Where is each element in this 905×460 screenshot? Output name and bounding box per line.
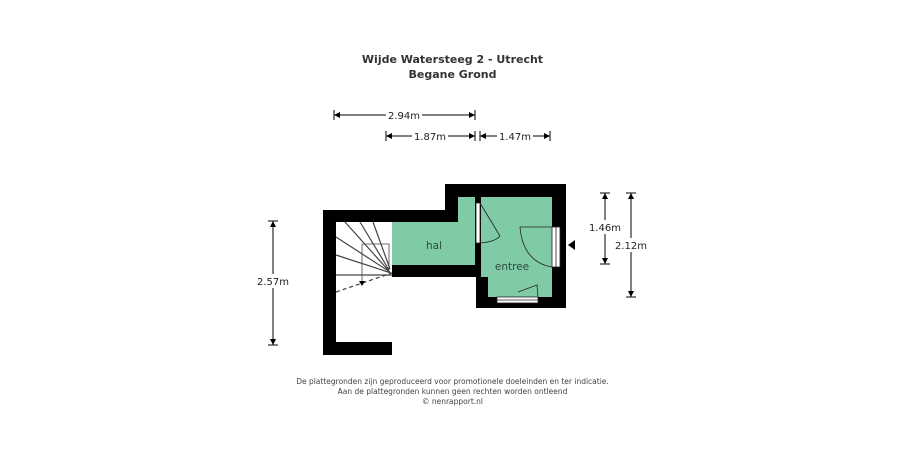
dim-right-inner: 1.46m: [589, 223, 621, 234]
entrance-arrow-icon: [568, 240, 575, 250]
plan-title: Wijde Watersteeg 2 - Utrecht: [361, 53, 544, 66]
dim-top-left: 1.87m: [414, 132, 446, 143]
dim-left: 2.57m: [257, 277, 289, 288]
room-hal: [392, 197, 475, 265]
stair-direction-arrow-icon: [359, 281, 365, 286]
disclaimer-line-2: Aan de plattegronden kunnen geen rechten…: [337, 387, 568, 396]
door-hal-entree[interactable]: [475, 202, 501, 244]
dim-top-total: 2.94m: [388, 111, 420, 122]
room-label-entree: entree: [495, 261, 529, 273]
room-label-hal: hal: [426, 240, 442, 252]
room-entree: [481, 197, 552, 297]
dim-right-outer: 2.12m: [615, 241, 647, 252]
floor-name: Begane Grond: [408, 68, 497, 81]
copyright: © nenrapport.nl: [421, 397, 484, 406]
disclaimer-line-1: De plattegronden zijn geproduceerd voor …: [296, 377, 609, 386]
front-door[interactable]: [519, 226, 561, 268]
window-entree: [496, 284, 539, 304]
dim-top-right: 1.47m: [499, 132, 531, 143]
